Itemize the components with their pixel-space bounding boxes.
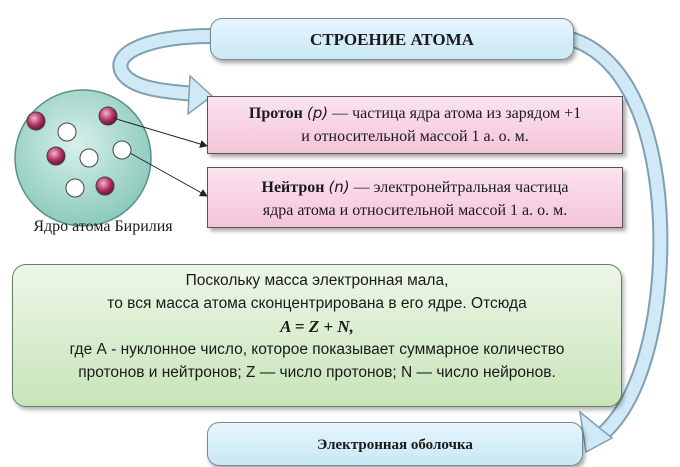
pointer-proton	[112, 117, 208, 148]
proton-symbol: (p)	[306, 104, 329, 122]
mass-line-1: Поскольку масса электронная мала,	[185, 272, 449, 289]
neutron-desc-1: — электронейтральная частица	[349, 179, 569, 196]
page-title: СТРОЕНИЕ АТОМА	[310, 30, 474, 49]
pointer-neutron	[129, 152, 208, 197]
electron-shell-box: Электронная оболочка	[207, 422, 583, 466]
proton-desc-2: и относительной массой 1 а. о. м.	[301, 128, 529, 145]
proton-line-1: Протон (p) — частица ядра атома из заряд…	[208, 102, 622, 125]
neutron-desc-2: ядра атома и относительной массой 1 а. о…	[262, 202, 568, 219]
curved-arrow-left-head	[187, 74, 214, 116]
neutron-name: Нейтрон	[261, 179, 325, 196]
mass-formula: A = Z + N,	[280, 317, 354, 336]
neutron-line-1: Нейтрон (n) — электронейтральная частица	[208, 176, 622, 199]
neutron-particle	[79, 148, 99, 168]
nucleus-caption: Ядро атома Бирилия	[33, 218, 173, 235]
neutron-symbol: (n)	[328, 178, 350, 196]
proton-particle	[26, 111, 46, 131]
neutron-box: Нейтрон (n) — электронейтральная частица…	[207, 167, 623, 228]
proton-particle	[95, 176, 115, 196]
mass-line-2: то вся масса атома сконцентрирована в ег…	[107, 295, 527, 312]
proton-particle	[46, 146, 66, 166]
neutron-particle	[57, 122, 77, 142]
proton-desc-1: — частица ядра атома из зарядом +1	[328, 105, 582, 122]
proton-box: Протон (p) — частица ядра атома из заряд…	[207, 96, 623, 154]
mass-line-4: протонов и нейтронов; Z — число протонов…	[78, 364, 556, 381]
curved-arrow-right-head	[578, 410, 614, 454]
mass-line-3: где А - нуклонное число, которое показыв…	[69, 341, 565, 358]
proton-particle	[98, 106, 118, 126]
mass-info-box: Поскольку масса электронная мала, то вся…	[12, 264, 622, 407]
neutron-particle	[65, 178, 85, 198]
proton-name: Протон	[248, 105, 303, 122]
title-box: СТРОЕНИЕ АТОМА	[210, 18, 574, 60]
electron-shell-label: Электронная оболочка	[317, 437, 473, 453]
neutron-particle	[112, 140, 132, 160]
